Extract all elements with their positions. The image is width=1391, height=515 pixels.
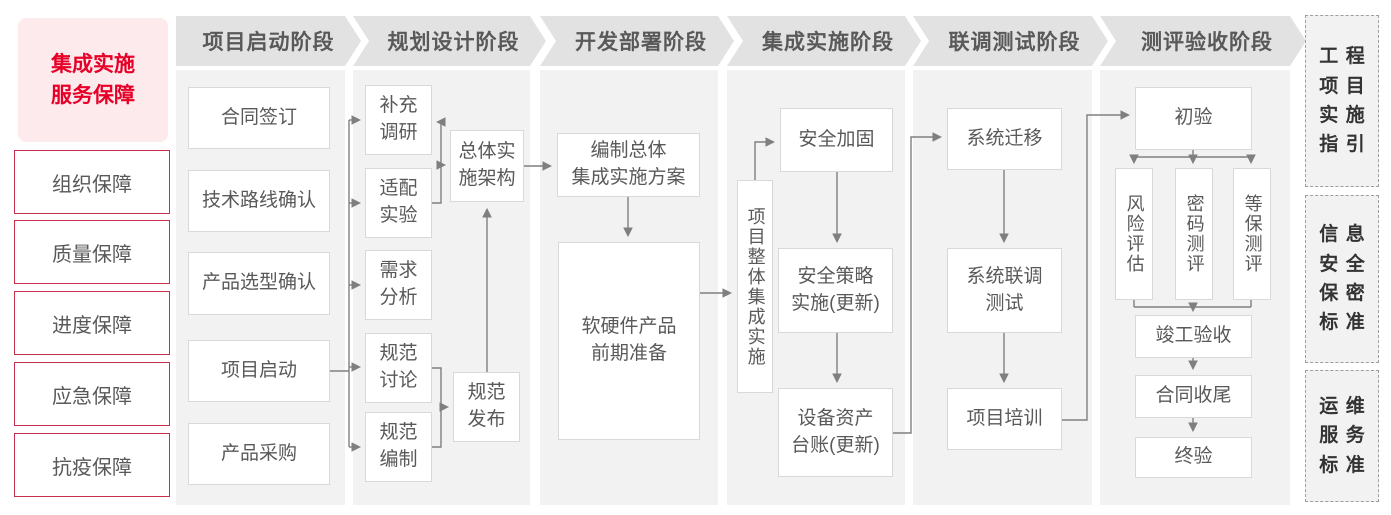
node-product-selection-confirm: 产品选型确认 xyxy=(188,252,330,315)
node-crypto-evaluation: 密码测评 xyxy=(1175,168,1213,300)
node-security-policy-implementation: 安全策略 实施(更新) xyxy=(778,248,893,333)
phase-header-planning: 规划设计阶段 xyxy=(353,16,546,66)
standard-operation-maintenance-service: 运维 服务 标准 xyxy=(1305,370,1379,502)
node-tech-route-confirm: 技术路线确认 xyxy=(188,170,330,232)
node-overall-integration-implementation: 项目整体集成实施 xyxy=(737,180,773,393)
node-mlps-evaluation: 等保测评 xyxy=(1233,168,1271,300)
node-contract-closure: 合同收尾 xyxy=(1135,375,1252,418)
node-contract-signing: 合同签订 xyxy=(188,87,330,149)
phase-header-joint-testing: 联调测试阶段 xyxy=(913,16,1108,66)
sidebar-item-schedule-guarantee: 进度保障 xyxy=(14,291,170,355)
phase-header-integration: 集成实施阶段 xyxy=(727,16,921,66)
sidebar-title: 集成实施 服务保障 xyxy=(18,18,168,142)
node-preliminary-acceptance: 初验 xyxy=(1135,87,1252,150)
sidebar-item-quality-guarantee: 质量保障 xyxy=(14,220,170,284)
phase-header-kickoff: 项目启动阶段 xyxy=(176,16,361,66)
sidebar-item-epidemic-guarantee: 抗疫保障 xyxy=(14,433,170,497)
sidebar-item-emergency-guarantee: 应急保障 xyxy=(14,362,170,426)
standard-information-security-confidentiality: 信息 安全 保密 标准 xyxy=(1305,195,1379,363)
node-final-acceptance: 终验 xyxy=(1135,437,1252,478)
sidebar-item-organization-guarantee: 组织保障 xyxy=(14,150,170,214)
node-project-training: 项目培训 xyxy=(947,388,1062,450)
node-spec-discussion: 规范 讨论 xyxy=(365,333,432,403)
node-supplementary-research: 补充 调研 xyxy=(365,85,432,155)
node-requirement-analysis: 需求 分析 xyxy=(365,250,432,320)
node-hw-sw-preparation: 软硬件产品 前期准备 xyxy=(558,242,700,440)
standard-project-implementation-guide: 工程 项目 实施 指引 xyxy=(1305,15,1379,187)
node-system-joint-testing: 系统联调 测试 xyxy=(947,248,1062,333)
node-system-migration: 系统迁移 xyxy=(947,108,1062,170)
node-spec-drafting: 规范 编制 xyxy=(365,412,432,482)
node-product-procurement: 产品采购 xyxy=(188,423,330,485)
node-risk-assessment: 风险评估 xyxy=(1115,168,1153,300)
node-project-kickoff: 项目启动 xyxy=(188,340,330,402)
node-adaptation-test: 适配 实验 xyxy=(365,168,432,238)
node-spec-release: 规范 发布 xyxy=(453,372,520,442)
node-security-hardening: 安全加固 xyxy=(780,108,893,172)
phase-header-acceptance: 测评验收阶段 xyxy=(1100,16,1306,66)
node-completion-acceptance: 竣工验收 xyxy=(1135,315,1252,358)
node-overall-integration-plan: 编制总体 集成实施方案 xyxy=(557,133,700,197)
phase-header-development: 开发部署阶段 xyxy=(540,16,734,66)
node-overall-implementation-architecture: 总体实 施架构 xyxy=(450,130,524,202)
node-asset-ledger-update: 设备资产 台账(更新) xyxy=(778,388,893,477)
